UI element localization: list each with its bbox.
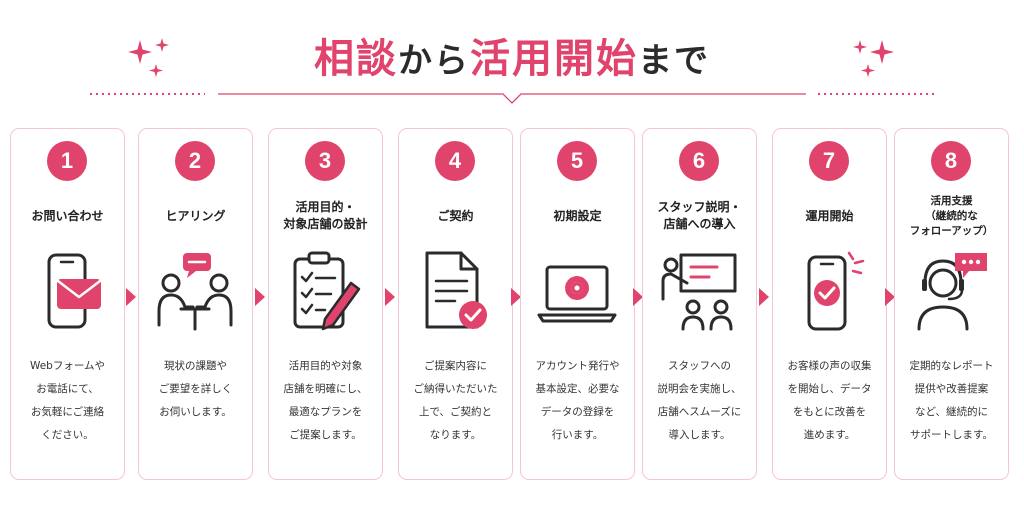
step-title: 初期設定 [521,189,634,243]
step-description-line: お気軽にご連絡 [30,406,105,418]
sparkle-right-icon [853,40,894,77]
step-description-line: ご要望を詳しく [158,383,233,395]
smartphone-check-icon [789,249,869,333]
step-card-1: 1 お問い合わせ Webフォームやお電話にて、お気軽にご連絡ください。 [10,128,125,480]
step-description-line: ご提案します。 [289,429,362,441]
step-arrow-icon [885,288,895,306]
step-description-line: 行います。 [551,429,604,441]
step-description-line: お電話にて、 [36,383,99,395]
step-description: Webフォームやお電話にて、お気軽にご連絡ください。 [11,355,124,465]
step-description-line: 現状の課題や [164,360,227,372]
step-description-line: ご納得いただいた [413,383,498,395]
step-title: ヒアリング [139,189,252,243]
step-description-line: をもとに改善を [792,406,867,418]
step-description-line: ください。 [41,429,94,441]
step-description-line: Webフォームや [29,360,106,372]
step-description-line: を開始し、データ [787,383,872,395]
step-card-4: 4 ご契約ご提案内容にご納得いただいた上で、ご契約となります。 [398,128,513,480]
step-description-line: ご提案内容に [424,360,487,372]
clipboard-checklist-icon [285,249,365,333]
step-description: ご提案内容にご納得いただいた上で、ご契約となります。 [399,355,512,465]
step-description-line: など、継続的に [915,406,988,418]
step-title: スタッフ説明・ 店舗への導入 [643,189,756,243]
step-title-text: 活用目的・ 対象店舗の設計 [283,200,368,231]
step-number-badge: 4 [435,141,475,181]
step-description-line: 進めます。 [803,429,856,441]
page-title: 相談から活用開始まで [0,26,1024,84]
step-card-2: 2 ヒアリング現状の課題やご要望を詳しくお伺いします。 [138,128,253,480]
step-title-text: 活用支援 （継続的な フォローアップ） [909,194,994,237]
sparkle-left-icon [128,38,169,77]
step-number-badge: 1 [47,141,87,181]
step-card-8: 8 活用支援 （継続的な フォローアップ） 定期的なレポート提供や改善提案など、継続… [894,128,1009,480]
title-part-1: 相談 [314,35,398,82]
title-part-4: まで [638,41,710,81]
step-description-line: スタッフへの [668,360,731,372]
step-title-text: お問い合わせ [31,208,104,223]
step-description-line: 最適なプランを [288,406,363,418]
step-number-badge: 8 [931,141,971,181]
step-description-line: 導入します。 [668,429,731,441]
step-description-line: お客様の声の収集 [787,360,872,372]
step-description: 現状の課題やご要望を詳しくお伺いします。 [139,355,252,465]
step-number-badge: 6 [679,141,719,181]
step-description-line: 活用目的や対象 [288,360,363,372]
step-description: お客様の声の収集を開始し、データをもとに改善を進めます。 [773,355,886,465]
step-description-line: なります。 [429,429,482,441]
step-arrow-icon [126,288,136,306]
support-headset-icon [911,249,991,333]
step-description-line: 説明会を実施し、 [657,383,742,395]
contract-document-icon [415,249,495,333]
step-description-line: アカウント発行や [535,360,620,372]
step-title-text: ヒアリング [165,208,226,223]
step-card-5: 5 初期設定アカウント発行や基本設定、必要なデータの登録を行います。 [520,128,635,480]
step-arrow-icon [255,288,265,306]
step-arrow-icon [633,288,643,306]
step-description-line: 店舗へスムーズに [657,406,742,418]
laptop-gear-icon [537,249,617,333]
step-description-line: 提供や改善提案 [914,383,989,395]
step-title-text: 初期設定 [553,208,602,223]
step-title-text: 運用開始 [805,208,854,223]
presentation-icon [659,249,739,333]
step-description-line: 上で、ご契約と [418,406,493,418]
meeting-icon [155,249,235,333]
header: 相談から活用開始まで [0,0,1024,112]
step-number-badge: 7 [809,141,849,181]
step-title: 活用支援 （継続的な フォローアップ） [895,189,1008,243]
step-arrow-icon [385,288,395,306]
step-title: お問い合わせ [11,189,124,243]
steps-flow: 1 お問い合わせ Webフォームやお電話にて、お気軽にご連絡ください。 2 ヒアリング現… [10,128,1014,500]
step-number-badge: 5 [557,141,597,181]
step-description: スタッフへの説明会を実施し、店舗へスムーズに導入します。 [643,355,756,465]
smartphone-mail-icon [27,249,107,333]
step-description-line: 定期的なレポート [909,360,994,372]
step-title: ご契約 [399,189,512,243]
title-part-2: から [398,41,470,81]
step-title: 運用開始 [773,189,886,243]
step-description: 定期的なレポート提供や改善提案など、継続的にサポートします。 [895,355,1008,465]
step-number-badge: 2 [175,141,215,181]
step-description-line: 店舗を明確にし、 [283,383,368,395]
step-card-7: 7 運用開始お客様の声の収集を開始し、データをもとに改善を進めます。 [772,128,887,480]
title-underline-decoration [90,93,934,104]
step-title: 活用目的・ 対象店舗の設計 [269,189,382,243]
step-description-line: 基本設定、必要な [535,383,620,395]
step-number-badge: 3 [305,141,345,181]
step-description-line: お伺いします。 [159,406,232,418]
step-description: 活用目的や対象店舗を明確にし、最適なプランをご提案します。 [269,355,382,465]
step-card-3: 3 活用目的・ 対象店舗の設計活用目的や対象店舗を明確にし、最適なプランをご提案し… [268,128,383,480]
step-description-line: サポートします。 [910,429,993,441]
step-card-6: 6 スタッフ説明・ 店舗への導入スタッフへの説明会を実施し、店舗へスムーズに導入し… [642,128,757,480]
step-arrow-icon [511,288,521,306]
step-arrow-icon [759,288,769,306]
step-description-line: データの登録を [540,406,615,418]
step-description: アカウント発行や基本設定、必要なデータの登録を行います。 [521,355,634,465]
step-title-text: ご契約 [437,208,474,223]
title-part-3: 活用開始 [470,35,638,82]
step-title-text: スタッフ説明・ 店舗への導入 [657,200,742,231]
